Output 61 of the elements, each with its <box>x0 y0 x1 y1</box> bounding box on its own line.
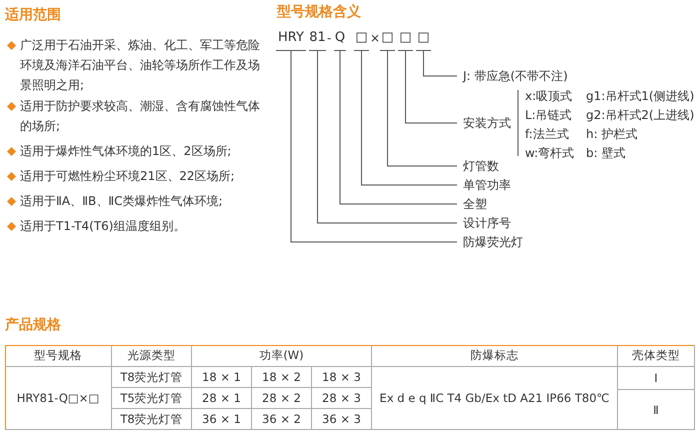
table-cell: 36 × 2 <box>252 409 312 430</box>
bullet-text: 适用于可燃性粉尘环境21区、22区场所; <box>20 168 236 185</box>
code-description: 全塑 <box>457 195 487 213</box>
section-heading: 产品规格 <box>5 316 61 334</box>
table-cell: 18 × 3 <box>312 367 372 388</box>
table-cell: Ex d e q ⅡC T4 Gb/Ex tD A21 IP66 T80℃ <box>372 367 618 430</box>
model-code-segment: □ <box>380 30 395 51</box>
leader-line <box>340 50 458 204</box>
table-cell: 36 × 1 <box>192 409 252 430</box>
leader-line <box>387 50 458 166</box>
leader-line <box>423 50 458 76</box>
mounting-option: g1:吊杆式1(侧进线) <box>586 88 694 105</box>
mounting-option: b: 壁式 <box>586 145 626 162</box>
table-header-cell: 光源类型 <box>112 345 192 367</box>
bullet-text: 适用于防护要求较高、潮湿、含有腐蚀性气体的场所; <box>20 98 261 135</box>
mounting-option: w:弯杆式 <box>525 145 574 162</box>
model-code-segment: 81 <box>309 30 326 51</box>
bullet-text: 适用于爆炸性气体环境的1区、2区场所; <box>20 143 232 160</box>
mounting-option: f:法兰式 <box>525 126 569 143</box>
table-cell: 18 × 1 <box>192 367 252 388</box>
mounting-option: L:吊链式 <box>525 107 572 124</box>
model-code-segment: Q <box>334 30 346 51</box>
mounting-option: x:吸顶式 <box>525 88 572 105</box>
table-cell: 28 × 2 <box>252 388 312 409</box>
model-code-segment: □ <box>354 30 369 51</box>
section-heading: 适用范围 <box>5 6 61 24</box>
leader-line <box>361 50 458 186</box>
table-cell: T8荧光灯管 <box>112 367 192 388</box>
table-cell: T5荧光灯管 <box>112 388 192 409</box>
table-cell: T8荧光灯管 <box>112 409 192 430</box>
leader-line <box>290 50 458 242</box>
code-description: 设计序号 <box>457 214 511 232</box>
table-cell: HRY81-Q□×□ <box>5 367 112 430</box>
leader-line <box>405 50 458 124</box>
code-separator: - <box>327 31 332 45</box>
code-description: 灯管数 <box>457 157 499 175</box>
code-description: J: 带应急(不带不注) <box>457 67 568 85</box>
model-code-segment: HRY <box>276 30 306 51</box>
bullet-text: 适用于ⅡA、ⅡB、ⅡC类爆炸性气体环境; <box>20 193 224 210</box>
table-header-cell: 功率(W) <box>192 345 372 367</box>
table-header-cell: 型号规格 <box>5 345 112 367</box>
table-header-cell: 防爆标志 <box>372 345 618 367</box>
leader-line <box>317 50 458 224</box>
table-cell: Ⅱ <box>618 390 695 430</box>
section-heading: 型号规格含义 <box>277 3 361 21</box>
table-cell: 36 × 3 <box>312 409 372 430</box>
bullet-text: 适用于T1-T4(T6)组温度组别。 <box>20 218 186 235</box>
code-description: 安装方式 <box>457 114 511 132</box>
table-cell: Ⅰ <box>618 367 695 390</box>
table-header-cell: 壳体类型 <box>618 345 695 367</box>
mounting-option: g2:吊杆式2(上进线) <box>586 107 694 124</box>
bullet-text: 广泛用于石油开采、炼油、化工、军工等危险环境及海洋石油平台、油轮等场所作工作及场景照明之用; <box>20 37 261 94</box>
model-code-segment: □ <box>398 30 413 51</box>
table-cell: 28 × 3 <box>312 388 372 409</box>
code-description: 单管功率 <box>457 176 511 194</box>
code-description: 防爆荧光灯 <box>457 233 523 251</box>
model-code-segment: □ <box>416 30 431 51</box>
table-cell: 28 × 1 <box>192 388 252 409</box>
mounting-option: h: 护栏式 <box>586 126 638 143</box>
table-cell: 18 × 2 <box>252 367 312 388</box>
code-separator: × <box>370 31 380 45</box>
